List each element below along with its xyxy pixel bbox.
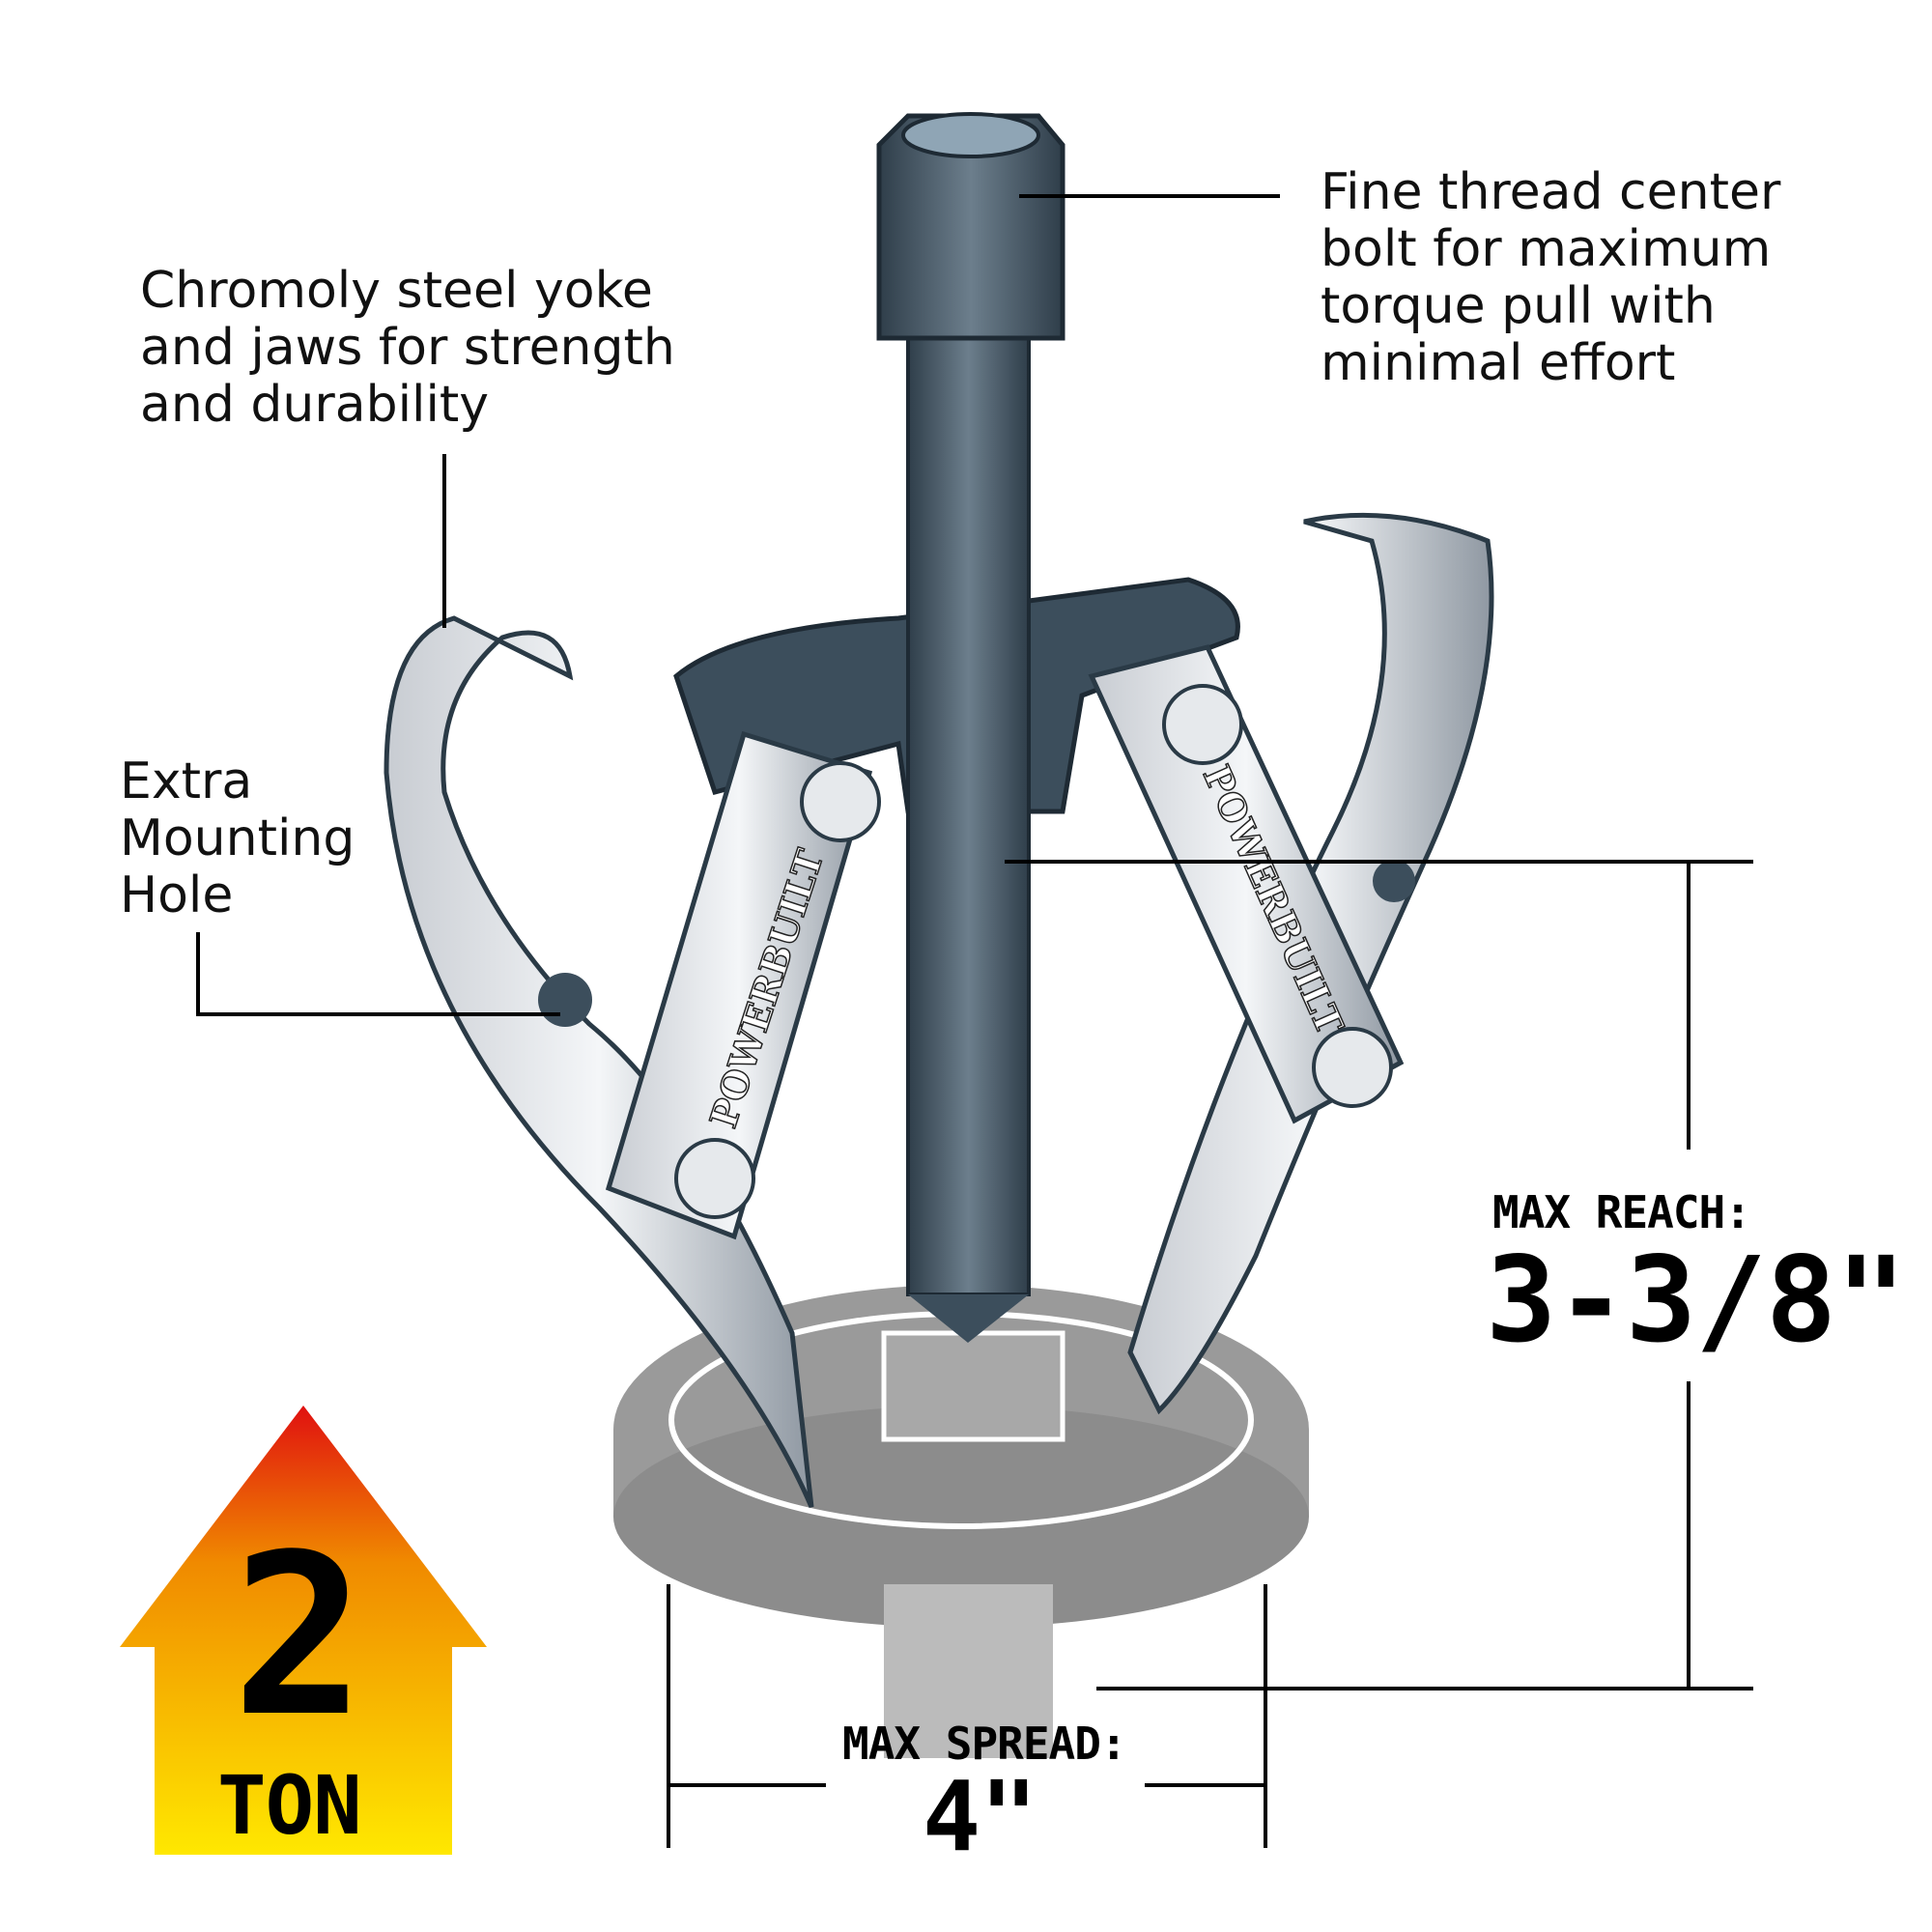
capacity-arrow-icon <box>120 1406 487 1855</box>
mounting-hole-callout: Extra Mounting Hole <box>120 753 355 924</box>
max-spread-label: MAX SPREAD: <box>842 1718 1127 1770</box>
max-spread-value: 4" <box>923 1760 1037 1873</box>
center-bolt <box>906 327 1031 1296</box>
max-reach-label: MAX REACH: <box>1492 1186 1751 1238</box>
hex-head <box>876 113 1065 341</box>
center-bolt-callout: Fine thread center bolt for maximum torq… <box>1321 163 1781 392</box>
mounting-hole <box>538 973 592 1027</box>
left-arm: POWERBUILT <box>605 730 881 1240</box>
callout-lines <box>196 194 1753 1848</box>
yoke-jaws-callout: Chromoly steel yoke and jaws for strengt… <box>140 262 675 434</box>
max-reach-value: 3-3/8" <box>1486 1232 1907 1369</box>
right-arm: POWERBUILT <box>1088 644 1405 1124</box>
left-jaw <box>384 615 814 1508</box>
capacity-value: 2 <box>232 1508 365 1766</box>
capacity-unit: TON <box>217 1758 362 1853</box>
